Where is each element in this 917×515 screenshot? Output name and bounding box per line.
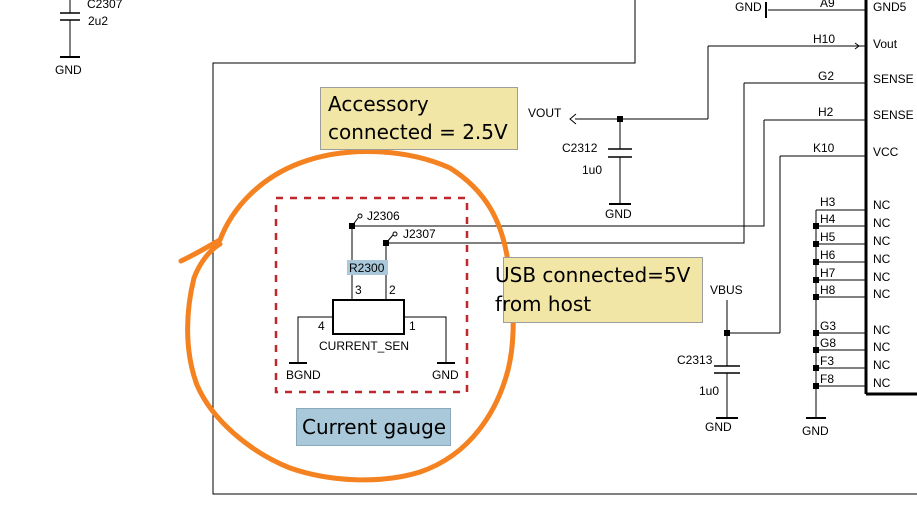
accessory-note-line2: connected = 2.5V <box>328 120 508 144</box>
c2312-value: 1u0 <box>582 163 602 177</box>
svg-text:GND5: GND5 <box>873 0 907 14</box>
svg-text:H5: H5 <box>820 230 836 244</box>
svg-text:H4: H4 <box>820 212 836 226</box>
svg-text:NC: NC <box>873 234 891 248</box>
vout-net <box>569 46 709 205</box>
usb-note: USB connected=5V from host <box>495 257 703 323</box>
nc-gnd-label: GND <box>802 424 829 438</box>
r2300-name: CURRENT_SEN <box>319 339 409 353</box>
j2306-junction <box>349 223 355 229</box>
c2313-ref: C2313 <box>677 353 713 367</box>
vbus-label: VBUS <box>710 283 743 297</box>
vbus-net <box>714 156 781 419</box>
r2300-pin4: 4 <box>318 319 325 333</box>
c2313-value: 1u0 <box>699 384 719 398</box>
pin-numbers: A9 H10 G2 H2 K10 H3 H4 H5 H6 H7 H8 G3 G8… <box>813 0 836 386</box>
vout-label: VOUT <box>528 106 562 120</box>
c2312-ref: C2312 <box>562 141 598 155</box>
svg-text:NC: NC <box>873 323 891 337</box>
current-gauge-note: Current gauge <box>296 408 451 446</box>
current-gauge-label: Current gauge <box>302 415 447 439</box>
accessory-note-line1: Accessory <box>328 92 429 116</box>
c2313-gnd: GND <box>705 420 732 434</box>
svg-text:VCC: VCC <box>873 145 899 159</box>
accessory-note: Accessory connected = 2.5V <box>320 87 518 150</box>
svg-text:NC: NC <box>873 287 891 301</box>
capacitor-c2307: C2307 2u2 GND <box>55 0 123 77</box>
svg-text:H2: H2 <box>818 105 834 119</box>
ic-pin-lines <box>708 2 866 419</box>
gnd5-gnd-label: GND <box>735 0 762 14</box>
vout-junction <box>617 116 623 122</box>
annotation-circle <box>178 149 516 483</box>
svg-text:A9: A9 <box>820 0 835 10</box>
c2307-value: 2u2 <box>88 14 108 28</box>
usb-note-line1: USB connected=5V <box>495 263 691 287</box>
svg-text:F8: F8 <box>820 372 834 386</box>
r2300-gnd-label: GND <box>432 368 459 382</box>
svg-text:NC: NC <box>873 358 891 372</box>
svg-text:NC: NC <box>873 198 891 212</box>
j2307-junction <box>383 240 389 246</box>
gnd-label: GND <box>55 63 82 77</box>
svg-text:Vout: Vout <box>873 37 898 51</box>
svg-text:NC: NC <box>873 216 891 230</box>
svg-text:SENSE: SENSE <box>873 72 914 86</box>
r2300-pin1: 1 <box>409 319 416 333</box>
r2300-pin2: 2 <box>389 283 396 297</box>
ic-body <box>864 0 917 396</box>
j2307-label: J2307 <box>403 227 436 241</box>
svg-text:H3: H3 <box>820 195 836 209</box>
c2312-gnd: GND <box>605 207 632 221</box>
pin-names: GND5 Vout SENSE SENSE VCC NC NC NC NC NC… <box>873 0 914 390</box>
usb-note-line2: from host <box>495 292 592 316</box>
j2306-label: J2306 <box>367 209 400 223</box>
svg-text:NC: NC <box>873 340 891 354</box>
svg-text:F3: F3 <box>820 354 834 368</box>
svg-text:G3: G3 <box>820 319 836 333</box>
svg-text:H10: H10 <box>813 32 835 46</box>
svg-text:NC: NC <box>873 270 891 284</box>
r2300-leads <box>289 316 455 364</box>
current-gauge-dashed-box <box>274 196 469 394</box>
svg-text:NC: NC <box>873 376 891 390</box>
r2300-pin3: 3 <box>355 283 362 297</box>
svg-text:G8: G8 <box>820 336 836 350</box>
svg-text:SENSE: SENSE <box>873 108 914 122</box>
svg-text:NC: NC <box>873 252 891 266</box>
svg-text:K10: K10 <box>813 141 835 155</box>
bgnd-label: BGND <box>286 368 321 382</box>
svg-text:G2: G2 <box>818 69 834 83</box>
r2300-body <box>332 299 405 335</box>
r2300-highlight <box>347 260 388 275</box>
outer-wire <box>212 0 917 495</box>
r2300-ref: R2300 <box>349 261 385 275</box>
svg-text:H6: H6 <box>820 248 836 262</box>
c2307-ref: C2307 <box>87 0 123 11</box>
nc-junction-dots <box>813 223 819 389</box>
j2307-terminal <box>392 231 398 237</box>
vbus-junction <box>724 330 730 336</box>
svg-text:H7: H7 <box>820 266 836 280</box>
svg-text:H8: H8 <box>820 283 836 297</box>
j2306-terminal <box>357 213 363 219</box>
